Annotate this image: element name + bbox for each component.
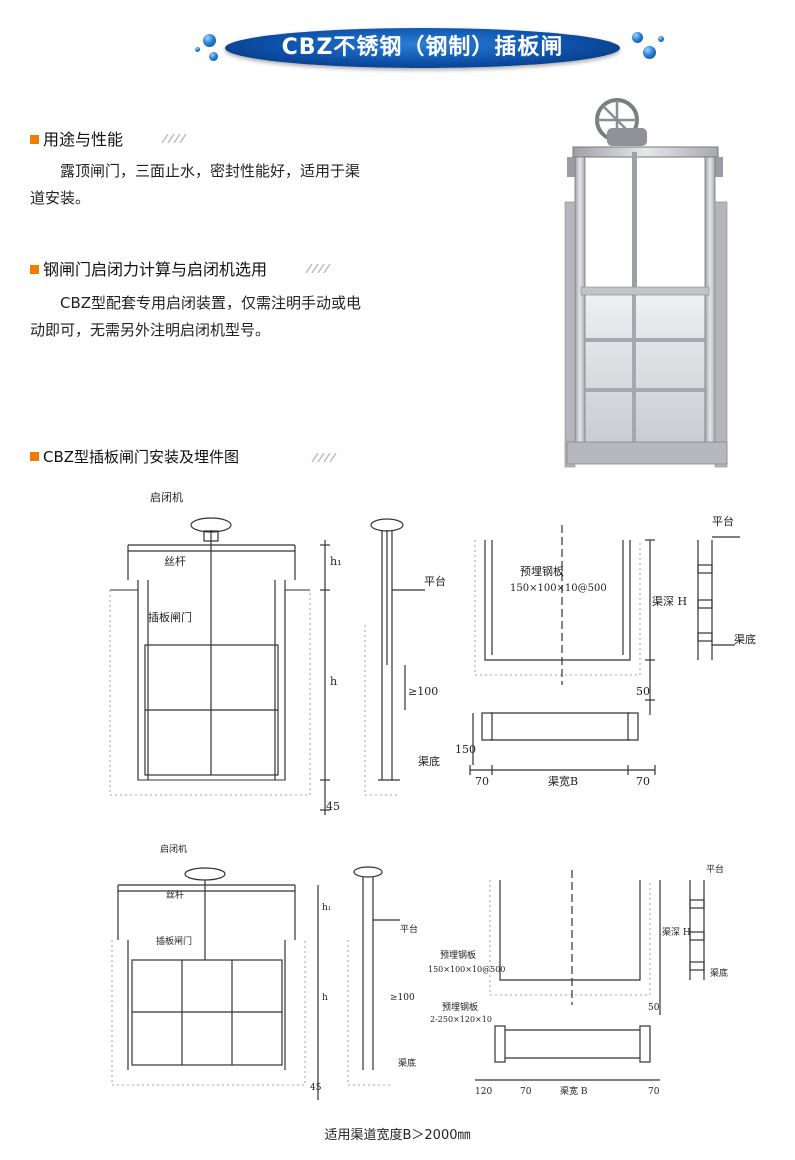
channel-plan-wide	[475, 1025, 660, 1081]
label-channel-bottom-wall-2: 渠底	[710, 967, 728, 979]
dim-70-right: 70	[636, 775, 650, 788]
force-paragraph: CBZ型配套专用启闭装置，仅需注明手动或电	[60, 294, 362, 312]
page-title: CBZ不锈钢（钢制）插板闸	[281, 35, 564, 60]
dim-h1-2: h₁	[322, 903, 331, 913]
bullet-square-icon	[30, 452, 39, 461]
embed-plan	[474, 525, 655, 715]
installation-drawing-bottom: 启闭机 丝杆 插板闸门 平台 渠底 预埋钢板 150×100×10@500 预埋…	[111, 843, 728, 1100]
dim-45: 45	[326, 800, 340, 813]
label-channel-bottom: 渠底	[418, 754, 440, 768]
label-embedded-plate-2: 预埋钢板	[440, 949, 476, 961]
dim-ge100-2: ≥100	[390, 993, 415, 1003]
hatch-decoration	[311, 453, 337, 462]
caption: 适用渠道宽度B＞2000㎜	[324, 1128, 471, 1143]
usage-paragraph-cont: 道安装。	[30, 189, 91, 207]
label-channel-width-2: 渠宽 B	[560, 1085, 588, 1097]
hatch-decoration	[305, 264, 331, 273]
label-channel-bottom-wall: 渠底	[734, 632, 756, 646]
label-embedded-plate: 预埋钢板	[520, 564, 564, 578]
banner-ellipse	[225, 28, 620, 68]
front-elevation-wide	[111, 867, 319, 1100]
section-heading-usage: 用途与性能	[30, 126, 123, 150]
wall-section	[697, 536, 740, 660]
label-plate-spec-3: 2-250×120×10	[430, 1015, 492, 1024]
label-channel-bottom-2: 渠底	[398, 1057, 416, 1069]
bullet-square-icon	[30, 265, 39, 274]
banner-dot	[658, 36, 664, 42]
wall-section-wide	[689, 880, 705, 980]
label-platform: 平台	[424, 574, 446, 588]
label-plate-spec: 150×100×10@500	[510, 583, 607, 594]
banner-dot	[643, 46, 656, 59]
side-elevation-wide	[347, 866, 400, 1086]
banner-dot	[203, 34, 216, 47]
label-screw-2: 丝杆	[166, 889, 184, 901]
bullet-square-icon	[30, 135, 39, 144]
handwheel-icon	[595, 98, 647, 146]
section-heading-force: 钢闸门启闭力计算与启闭机选用	[30, 256, 267, 280]
section-heading-drawing: CBZ型插板闸门安装及埋件图	[30, 446, 239, 467]
label-platform-wall-2: 平台	[706, 863, 724, 875]
usage-paragraph: 露顶闸门，三面止水，密封性能好，适用于渠	[60, 162, 361, 180]
dim-70-left: 70	[475, 775, 489, 788]
hatch-decoration	[161, 134, 187, 143]
dim-70-right-2: 70	[648, 1087, 660, 1097]
channel-plan	[469, 712, 656, 775]
label-gate: 插板闸门	[148, 610, 192, 624]
label-platform-wall: 平台	[712, 514, 734, 528]
dim-120-2: 120	[475, 1087, 492, 1097]
dim-ge100: ≥100	[408, 685, 438, 698]
label-hoist: 启闭机	[150, 490, 183, 504]
title-banner: CBZ不锈钢（钢制）插板闸	[195, 22, 675, 74]
embed-plan-wide	[489, 870, 661, 1015]
dim-45-2: 45	[310, 1083, 322, 1093]
dim-70-left-2: 70	[520, 1087, 532, 1097]
gate-product-photo	[564, 98, 728, 468]
installation-drawing-top: 启闭机 丝杆 插板闸门 平台 渠底 预埋钢板 150×100×10@500 平台…	[109, 490, 756, 815]
dim-h1: h₁	[330, 555, 342, 568]
label-channel-width: 渠宽B	[548, 774, 578, 788]
label-gate-2: 插板闸门	[156, 935, 192, 947]
label-platform-2: 平台	[400, 923, 418, 935]
banner-dot	[632, 32, 643, 43]
label-hoist-2: 启闭机	[160, 843, 187, 855]
label-plate-spec-2: 150×100×10@500	[428, 965, 505, 974]
dim-h: h	[330, 675, 337, 688]
dim-50: 50	[636, 685, 650, 698]
dim-channel-depth: 渠深 H	[652, 595, 687, 608]
dim-h-2: h	[322, 993, 328, 1003]
force-paragraph-cont: 动即可，无需另外注明启闭机型号。	[30, 321, 271, 339]
dim-channel-depth-2: 渠深 H	[662, 926, 691, 938]
label-screw: 丝杆	[164, 554, 186, 568]
dim-150: 150	[455, 743, 476, 756]
dim-50-2: 50	[648, 1003, 660, 1013]
label-embedded-plate-3: 预埋钢板	[442, 1001, 478, 1013]
banner-dot	[209, 52, 218, 61]
front-elevation	[109, 517, 330, 815]
side-elevation	[364, 518, 425, 796]
banner-dot	[195, 47, 200, 52]
